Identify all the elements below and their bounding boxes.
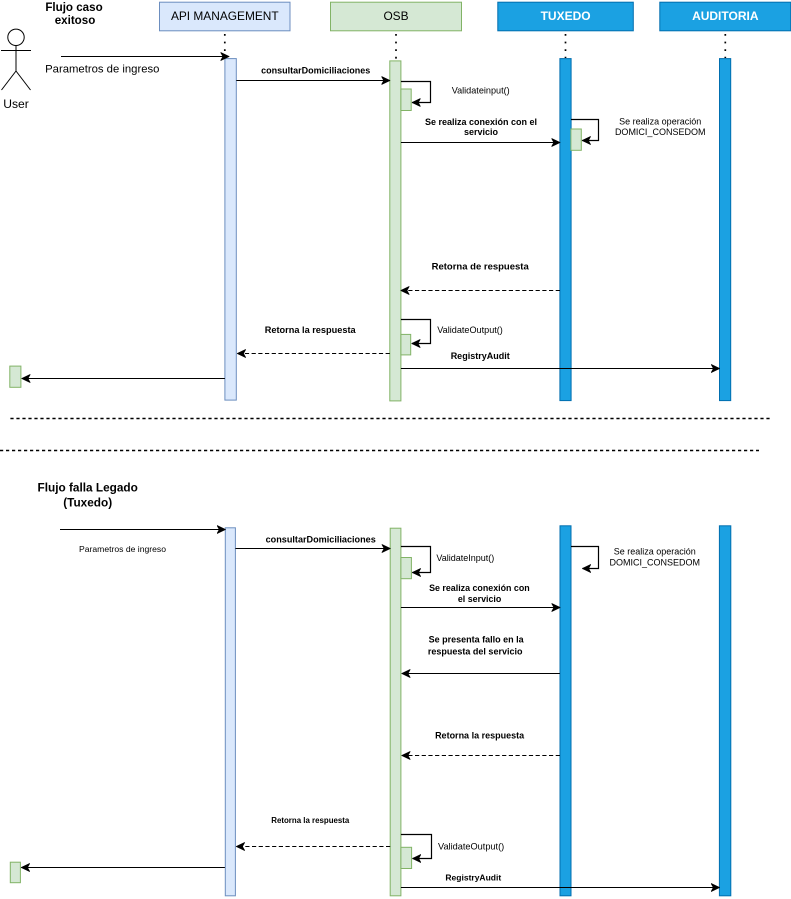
svg-text:ValidateInput(): ValidateInput() — [436, 553, 494, 563]
svg-text:Parametros de ingreso: Parametros de ingreso — [45, 63, 159, 75]
svg-text:(Tuxedo): (Tuxedo) — [63, 495, 112, 509]
svg-text:ValidateOutput(): ValidateOutput() — [438, 841, 504, 851]
svg-text:AUDITORIA: AUDITORIA — [692, 9, 759, 23]
svg-text:consultarDomiciliaciones: consultarDomiciliaciones — [266, 534, 376, 544]
svg-text:exitoso: exitoso — [55, 14, 96, 27]
svg-text:RegistryAudit: RegistryAudit — [451, 351, 510, 361]
svg-text:TUXEDO: TUXEDO — [541, 9, 591, 23]
svg-text:Parametros de ingreso: Parametros de ingreso — [79, 544, 166, 554]
svg-text:Se realiza operación: Se realiza operación — [619, 117, 701, 127]
svg-text:Retorna de respuesta: Retorna de respuesta — [432, 261, 530, 272]
svg-text:RegistryAudit: RegistryAudit — [445, 872, 501, 882]
svg-text:Validateinput(): Validateinput() — [452, 85, 510, 95]
svg-text:Flujo falla Legado: Flujo falla Legado — [38, 480, 138, 494]
svg-text:Flujo caso: Flujo caso — [45, 1, 102, 14]
svg-text:User: User — [3, 97, 29, 111]
svg-text:respuesta del servicio: respuesta del servicio — [428, 647, 523, 657]
svg-text:consultarDomiciliaciones: consultarDomiciliaciones — [261, 66, 370, 76]
svg-text:Se realiza conexión con: Se realiza conexión con — [429, 583, 530, 593]
svg-text:Se realiza operación: Se realiza operación — [614, 547, 696, 557]
svg-text:ValidateOutput(): ValidateOutput() — [437, 325, 503, 335]
svg-text:DOMICI_CONSEDOM: DOMICI_CONSEDOM — [615, 127, 706, 137]
svg-text:OSB: OSB — [383, 9, 408, 23]
svg-text:Se presenta fallo en la: Se presenta fallo en la — [429, 635, 525, 645]
svg-text:Retorna la respuesta: Retorna la respuesta — [435, 731, 525, 741]
svg-text:servicio: servicio — [464, 127, 499, 137]
svg-text:Retorna la respuesta: Retorna la respuesta — [271, 816, 350, 825]
svg-text:API MANAGEMENT: API MANAGEMENT — [171, 9, 279, 23]
svg-text:Retorna la respuesta: Retorna la respuesta — [265, 325, 357, 335]
svg-text:Se realiza conexión con el: Se realiza conexión con el — [425, 117, 537, 127]
svg-text:DOMICI_CONSEDOM: DOMICI_CONSEDOM — [610, 558, 701, 568]
svg-text:el servicio: el servicio — [458, 594, 502, 604]
